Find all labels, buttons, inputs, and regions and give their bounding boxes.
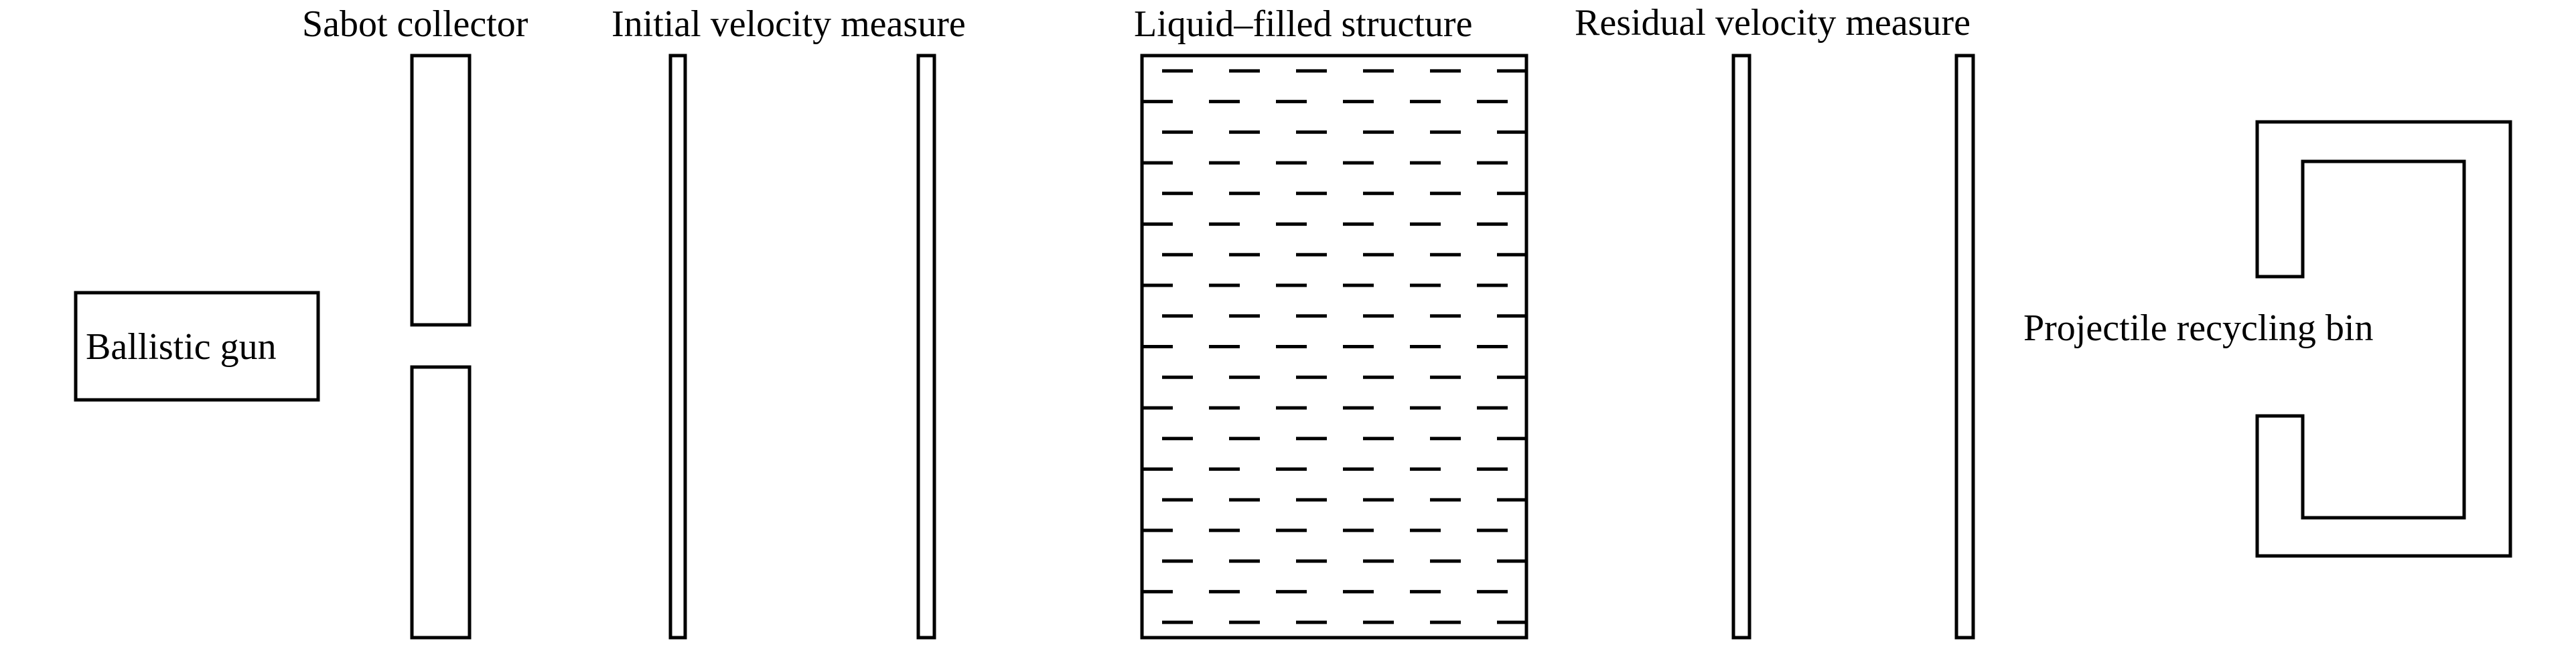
liquid-fill-pattern	[1142, 69, 1526, 624]
ballistic-gun-box	[74, 291, 320, 402]
label-residual-velocity-measure: Residual velocity measure	[1575, 2, 1971, 44]
projectile-recycling-bin	[2255, 120, 2512, 558]
initial-velocity-plate-2	[916, 54, 936, 640]
residual-velocity-plate-2	[1954, 54, 1975, 640]
label-initial-velocity-measure: Initial velocity measure	[612, 3, 966, 45]
initial-velocity-plate-1	[668, 54, 687, 640]
liquid-filled-structure	[1140, 54, 1528, 640]
label-projectile-recycling-bin: Projectile recycling bin	[2023, 307, 2374, 349]
label-liquid-filled-structure: Liquid–filled structure	[1134, 3, 1473, 45]
label-ballistic-gun: Ballistic gun	[86, 326, 277, 368]
sabot-collector-upper-plate	[410, 54, 472, 327]
sabot-collector-lower-plate	[410, 365, 472, 640]
residual-velocity-plate-1	[1731, 54, 1751, 640]
label-sabot-collector: Sabot collector	[302, 3, 528, 45]
